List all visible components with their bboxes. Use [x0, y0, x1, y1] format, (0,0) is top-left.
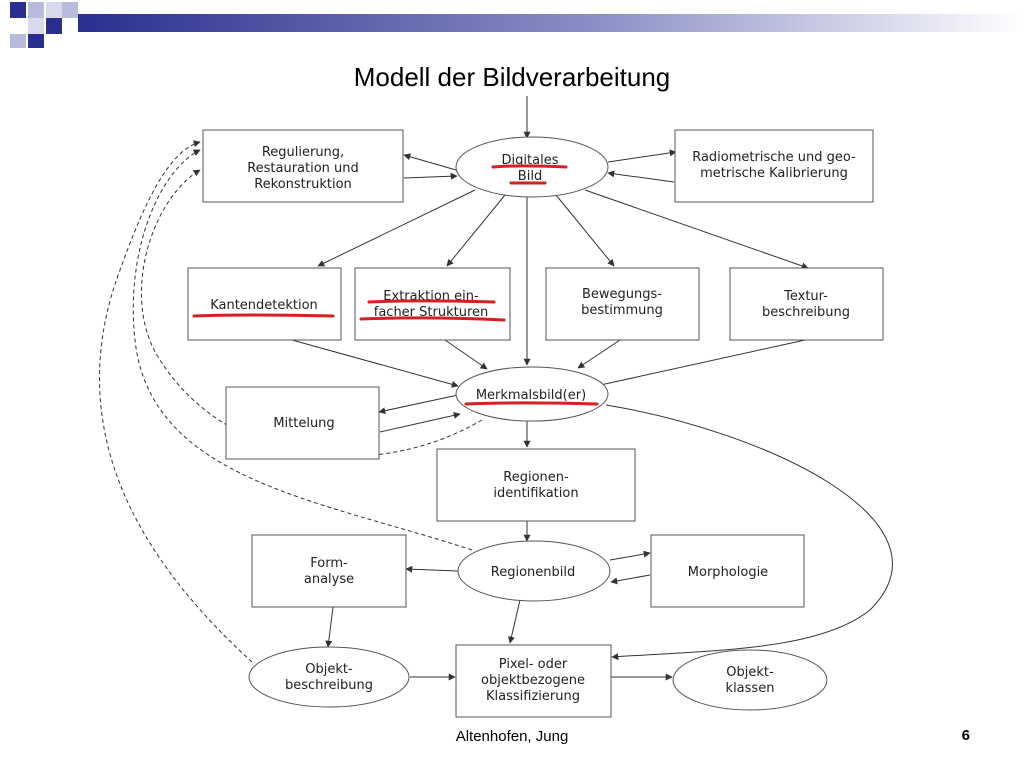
box-formanalyse: [251, 534, 407, 608]
edge-bild-bewegung: [555, 194, 615, 267]
box-morphologie: [650, 534, 805, 608]
label-regionenbild: Regionenbild: [491, 565, 575, 580]
edge-regionenbild-form: [405, 565, 459, 573]
page-number: 6: [961, 727, 970, 744]
slide-title: Modell der Bildverarbeitung: [353, 62, 671, 92]
box-regionen-identifikation: [436, 448, 636, 522]
footer-authors: Altenhofen, Jung: [455, 728, 569, 745]
underline-merkmalsbild: [464, 401, 599, 406]
label-radiometrische: Radiometrische und geo-metrische Kalibri…: [692, 150, 856, 181]
ellipse-objektklassen: [672, 649, 828, 711]
label-merkmalsbild: Merkmalsbild(er): [476, 388, 586, 403]
box-radiometrische: [674, 129, 874, 203]
label-mittelung: Mittelung: [273, 416, 334, 431]
label-objektbeschreibung: Objekt-beschreibung: [285, 662, 373, 693]
edge-mittelung-merkmal: [379, 411, 461, 433]
edge-form-objekt: [325, 606, 334, 648]
edge-textur-merkmal: [595, 339, 806, 389]
box-textur: [729, 267, 884, 341]
box-extraktion: [354, 267, 511, 341]
edge-merkmal-klass-curve: [605, 404, 893, 661]
edge-bewegung-merkmal: [577, 339, 621, 369]
underline-strukturen: [359, 316, 506, 322]
edge-bild-radio: [607, 149, 677, 163]
label-kantendetektion: Kantendetektion: [210, 298, 318, 313]
box-kantendetektion: [187, 267, 342, 341]
edge-kanten-merkmal: [291, 339, 459, 388]
underline-digitales: [491, 164, 568, 169]
edge-merkmal-mittelung: [378, 394, 459, 415]
label-regionen-identifikation: Regionen-identifikation: [493, 470, 578, 501]
underline-extraktion: [367, 299, 496, 304]
edge-bild-extraktion: [446, 194, 506, 267]
label-extraktion: Extraktion ein-facher Strukturen: [374, 289, 489, 320]
edge-radio-bild: [607, 170, 675, 183]
box-bewegung: [545, 267, 700, 341]
label-morphologie: Morphologie: [688, 565, 768, 580]
ellipse-objektbeschreibung: [248, 646, 410, 708]
feedback-merkmal: [140, 169, 483, 457]
feedback-regionenbild: [132, 149, 473, 551]
edge-morph-regionenbild: [610, 574, 651, 585]
label-textur: Textur-beschreibung: [762, 289, 850, 320]
edge-regionenbild-morph: [609, 550, 651, 561]
edge-extraktion-merkmal: [444, 339, 488, 370]
edge-bild-regulierung: [403, 153, 457, 171]
box-mittelung: [225, 386, 380, 460]
label-formanalyse: Form-analyse: [304, 556, 354, 587]
edge-bild-textur: [584, 189, 809, 270]
ellipse-regionenbild: [457, 540, 611, 602]
edge-regionenbild-klass: [508, 599, 521, 644]
feedback-objekt: [99, 140, 253, 663]
box-regulierung: [202, 129, 404, 203]
underline-kantendetektion: [192, 313, 335, 318]
label-bewegung: Bewegungs-bestimmung: [581, 287, 663, 318]
header-decoration: [10, 2, 1024, 48]
box-klassifizierung: [455, 644, 612, 718]
edge-bild-kanten: [317, 189, 476, 267]
edge-regulierung-bild: [403, 172, 458, 180]
ellipse-merkmalsbild: [455, 366, 609, 422]
label-objektklassen: Objekt-klassen: [726, 665, 775, 696]
